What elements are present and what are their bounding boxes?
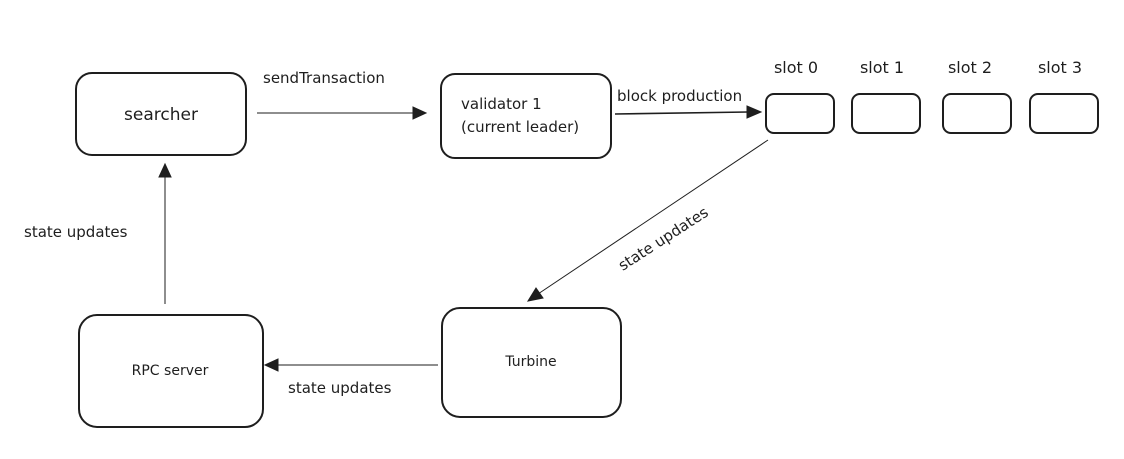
slot-0-box (765, 93, 835, 134)
block-production-line (614, 111, 749, 115)
validator-label-line2: (current leader) (461, 118, 579, 136)
searcher-node[interactable]: searcher (75, 72, 247, 156)
rpc-to-searcher-arrowhead (158, 162, 172, 178)
turbine-to-rpc-label: state updates (288, 379, 392, 397)
slot-0[interactable]: slot 0 (765, 58, 835, 134)
validator-box (440, 73, 612, 159)
slot-to-turbine-label: state updates (615, 203, 712, 275)
turbine-box (441, 307, 622, 418)
edge-turbine-to-rpc: state updates (263, 358, 438, 397)
slot-1-box (851, 93, 921, 134)
slot-1[interactable]: slot 1 (851, 58, 921, 134)
turbine-node[interactable]: Turbine (441, 307, 622, 418)
block-production-label: block production (617, 87, 742, 105)
slot-3[interactable]: slot 3 (1029, 58, 1099, 134)
send-transaction-label: sendTransaction (263, 69, 385, 87)
edge-block-production: block production (614, 87, 763, 119)
validator-node[interactable]: validator 1 (current leader) (440, 73, 612, 159)
searcher-label: searcher (124, 105, 198, 125)
slot-2-box (942, 93, 1012, 134)
rpc-server-node[interactable]: RPC server (78, 314, 264, 428)
edge-slot-to-turbine: state updates (526, 139, 769, 302)
slot-3-label: slot 3 (1038, 58, 1082, 77)
slot-1-label: slot 1 (860, 58, 904, 77)
validator-label-line1: validator 1 (461, 95, 542, 113)
searcher-box (75, 72, 247, 156)
edge-send-transaction: sendTransaction (257, 69, 428, 120)
rpc-server-box (78, 314, 264, 428)
turbine-to-rpc-arrowhead (263, 358, 279, 372)
slot-2[interactable]: slot 2 (942, 58, 1012, 134)
rpc-server-label: RPC server (132, 363, 209, 379)
block-production-arrowhead (746, 105, 763, 119)
slot-3-box (1029, 93, 1099, 134)
send-transaction-arrowhead (412, 106, 428, 120)
rpc-to-searcher-label: state updates (24, 223, 128, 241)
edge-rpc-to-searcher: state updates (24, 162, 172, 304)
slot-to-turbine-line (537, 139, 769, 295)
slot-to-turbine-arrowhead (526, 287, 544, 302)
slot-0-label: slot 0 (774, 58, 818, 77)
turbine-label: Turbine (504, 354, 556, 370)
slot-2-label: slot 2 (948, 58, 992, 77)
